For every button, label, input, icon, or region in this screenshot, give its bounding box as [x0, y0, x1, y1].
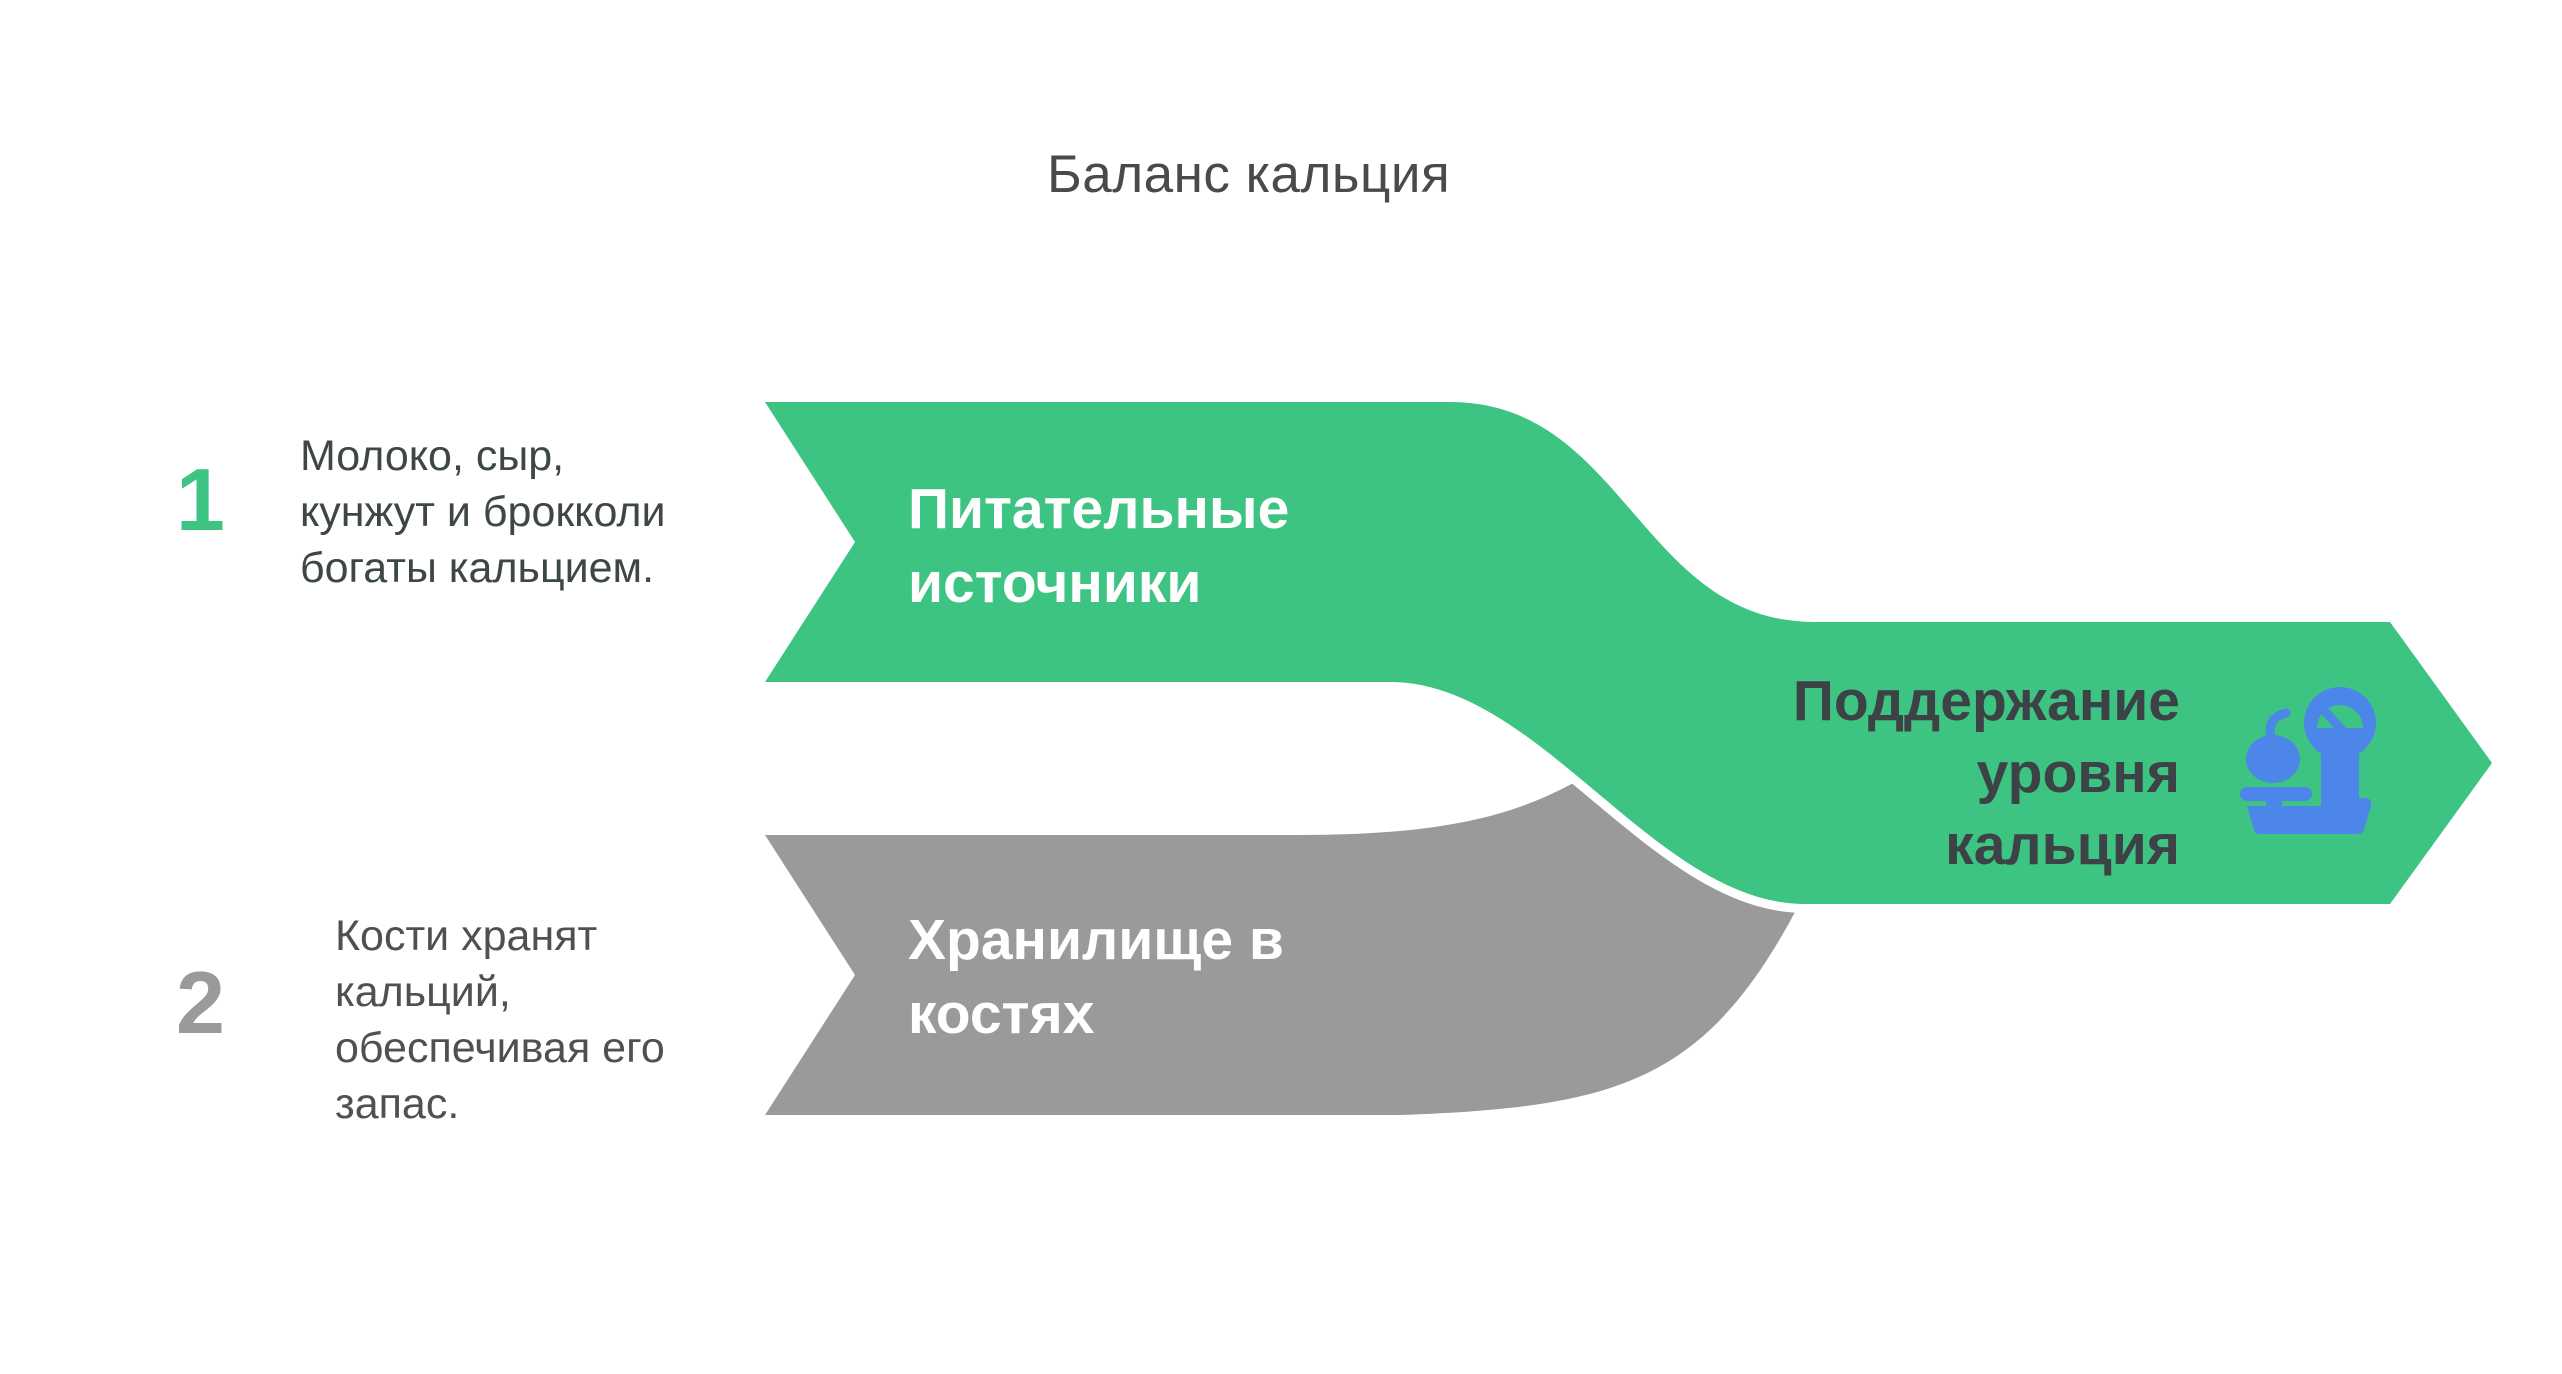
nutrition-merge-arrow-shape: [756, 393, 2501, 913]
band-label-nutrition: Питательные источники: [908, 477, 1290, 615]
step-1-number: 1: [176, 450, 225, 549]
apple-pedestal: [2266, 797, 2282, 809]
step-2-description: Кости хранят кальций, обеспечивая его за…: [335, 912, 665, 1128]
band-label-bone-storage: Хранилище в костях: [908, 908, 1284, 1046]
page-title: Баланс кальция: [1047, 145, 1451, 204]
food-scale-icon: [2240, 687, 2376, 834]
apple-body: [2246, 735, 2300, 783]
scale-base: [2247, 806, 2371, 834]
scale-needle: [2318, 704, 2351, 740]
step-2-number: 2: [176, 953, 225, 1052]
result-label: Поддержание уровня кальция: [1792, 669, 2180, 877]
apple-stem: [2265, 708, 2291, 745]
apple-platform: [2240, 787, 2312, 801]
step-1-description: Молоко, сыр, кунжут и брокколи богаты ка…: [300, 432, 666, 592]
